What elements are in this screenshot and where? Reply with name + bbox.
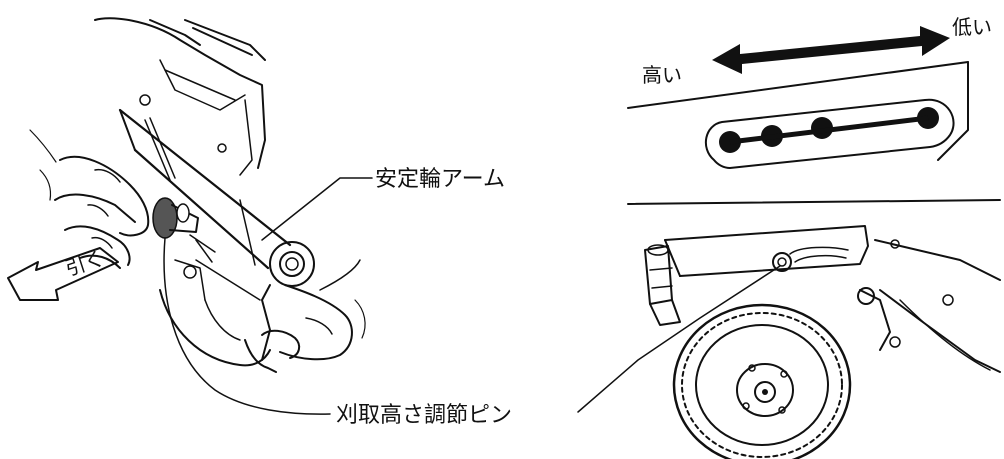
plate-lower-line xyxy=(627,199,1001,205)
right-illustration xyxy=(644,225,1001,459)
pull-arrow-icon xyxy=(7,247,119,301)
arm-lower-plate xyxy=(195,259,277,373)
stabilizer-arm-label: 安定輪アーム xyxy=(375,167,505,192)
height-arrow-icon xyxy=(712,26,950,74)
low-label: 低い xyxy=(952,15,992,39)
pin-leader-line-right xyxy=(577,265,781,413)
left-hand xyxy=(29,129,150,269)
left-illustration: 引く 安定輪アーム xyxy=(7,17,505,415)
pull-direction-label: 引く xyxy=(62,246,107,281)
left-wheel xyxy=(159,259,271,367)
mower-housing xyxy=(94,17,266,176)
height-slot xyxy=(704,98,955,169)
height-adjust-pin xyxy=(152,197,216,263)
mower-deck xyxy=(857,239,1001,373)
right-arm-bracket xyxy=(664,225,869,277)
high-label: 高い xyxy=(642,63,682,87)
stabilizer-wheel xyxy=(672,303,852,459)
pin-leader-line-left xyxy=(163,237,331,415)
right-hand xyxy=(261,259,366,361)
stabilizer-arm-leader-line xyxy=(261,177,373,241)
plate-right-edge xyxy=(937,61,969,161)
plate-top-edge xyxy=(627,61,969,109)
right-pivot-stack xyxy=(644,244,681,326)
arm-pivot-bolt xyxy=(269,241,315,287)
height-scale-detail: 高い 低い xyxy=(627,15,1001,205)
stabilizer-arm xyxy=(118,108,292,270)
cutting-height-pin-label: 刈取高さ調節ピン xyxy=(336,403,512,428)
